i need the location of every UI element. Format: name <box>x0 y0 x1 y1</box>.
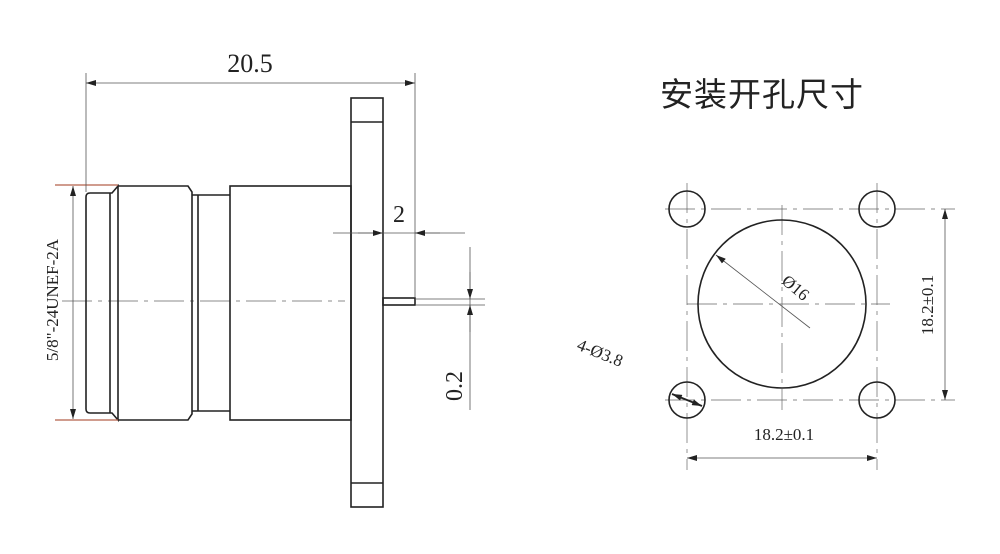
mount-hole <box>668 190 706 228</box>
mount-hole <box>858 381 896 419</box>
center-hole-label: Ø16 <box>778 271 813 304</box>
vertical-spacing-label: 18.2±0.1 <box>918 275 937 335</box>
pin-dim-label: 0.2 <box>442 371 468 401</box>
body <box>229 185 352 421</box>
mount-hole <box>668 381 706 419</box>
flange-offset-label: 2 <box>393 202 405 228</box>
panel-cutout-view: Ø16 4-Ø3.8 18.2±0.1 18.2±0.1 <box>574 183 955 470</box>
nose-section <box>85 183 119 423</box>
mount-holes-label: 4-Ø3.8 <box>574 335 625 370</box>
horizontal-spacing-label: 18.2±0.1 <box>754 425 814 444</box>
overall-length-label: 20.5 <box>227 49 273 78</box>
pin <box>382 297 416 306</box>
thread-section <box>118 185 193 421</box>
flange <box>350 97 384 508</box>
thread-spec-label: 5/8"-24UNEF-2A <box>43 238 62 361</box>
cutout-title: 安装开孔尺寸 <box>660 75 864 114</box>
mount-hole <box>858 190 896 228</box>
center-hole <box>697 219 867 389</box>
connector-side-view: 5/8"-24UNEF-2A 20.5 2 0.2 <box>43 49 485 508</box>
